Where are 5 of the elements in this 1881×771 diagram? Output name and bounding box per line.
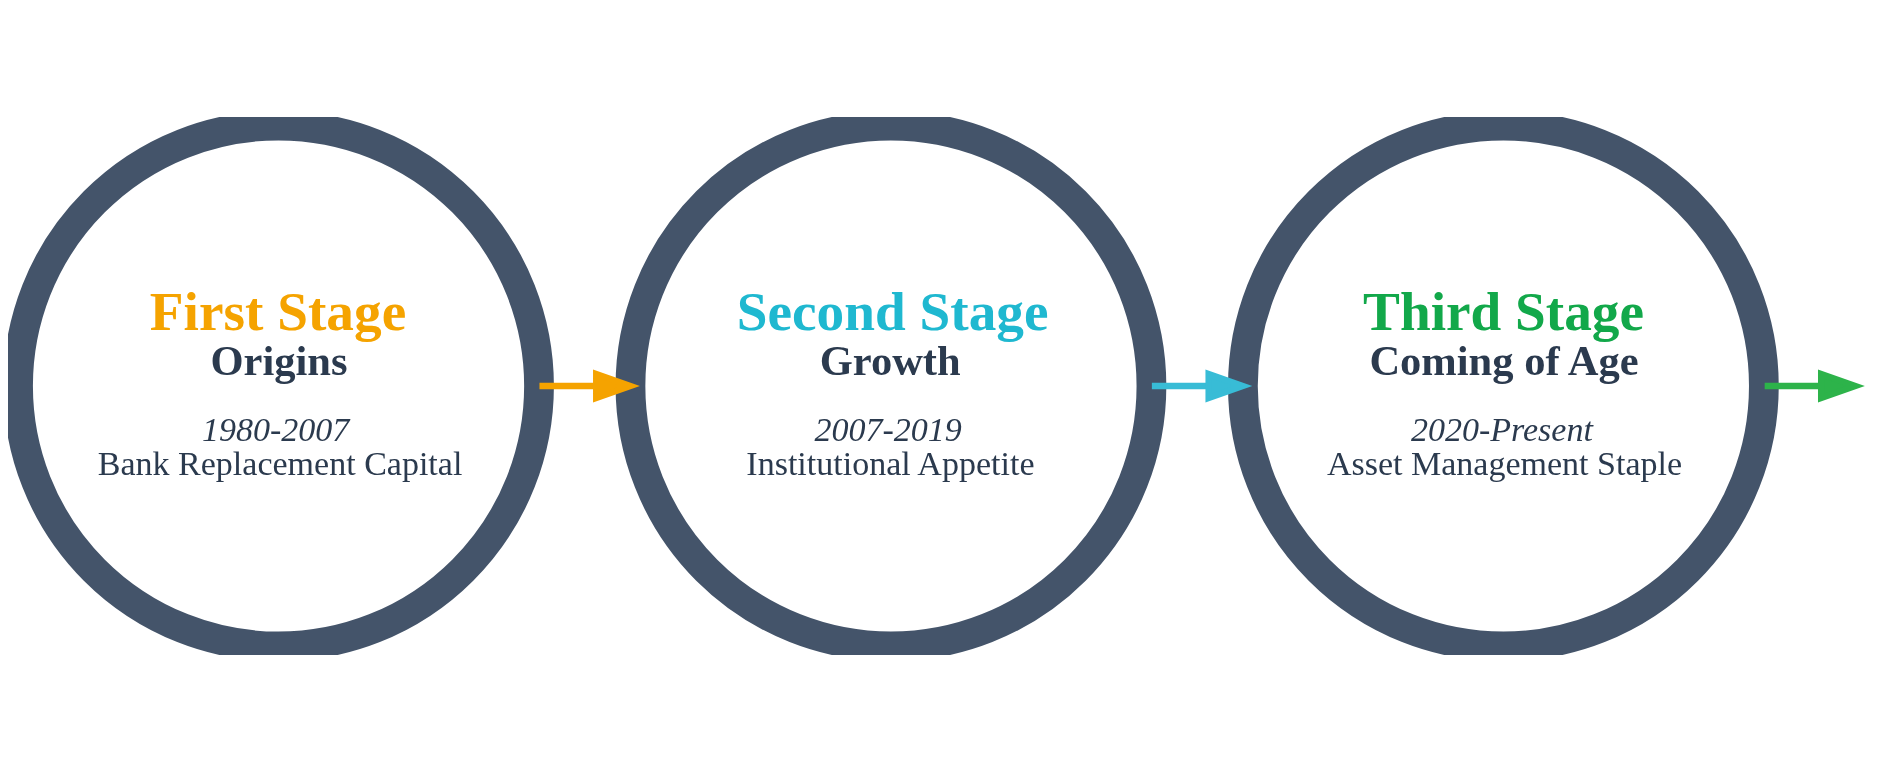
node-circle: First Stage Origins 1980-2007 Bank Replacement Capital — [8, 116, 554, 655]
node-circle: Second Stage Growth 2007-2019 Institutional Appetite — [615, 116, 1167, 655]
arrow — [539, 369, 640, 402]
node-circle: Third Stage Coming of Age 2020-Present Asset Management Staple — [1228, 116, 1779, 655]
arrow — [1151, 369, 1253, 402]
